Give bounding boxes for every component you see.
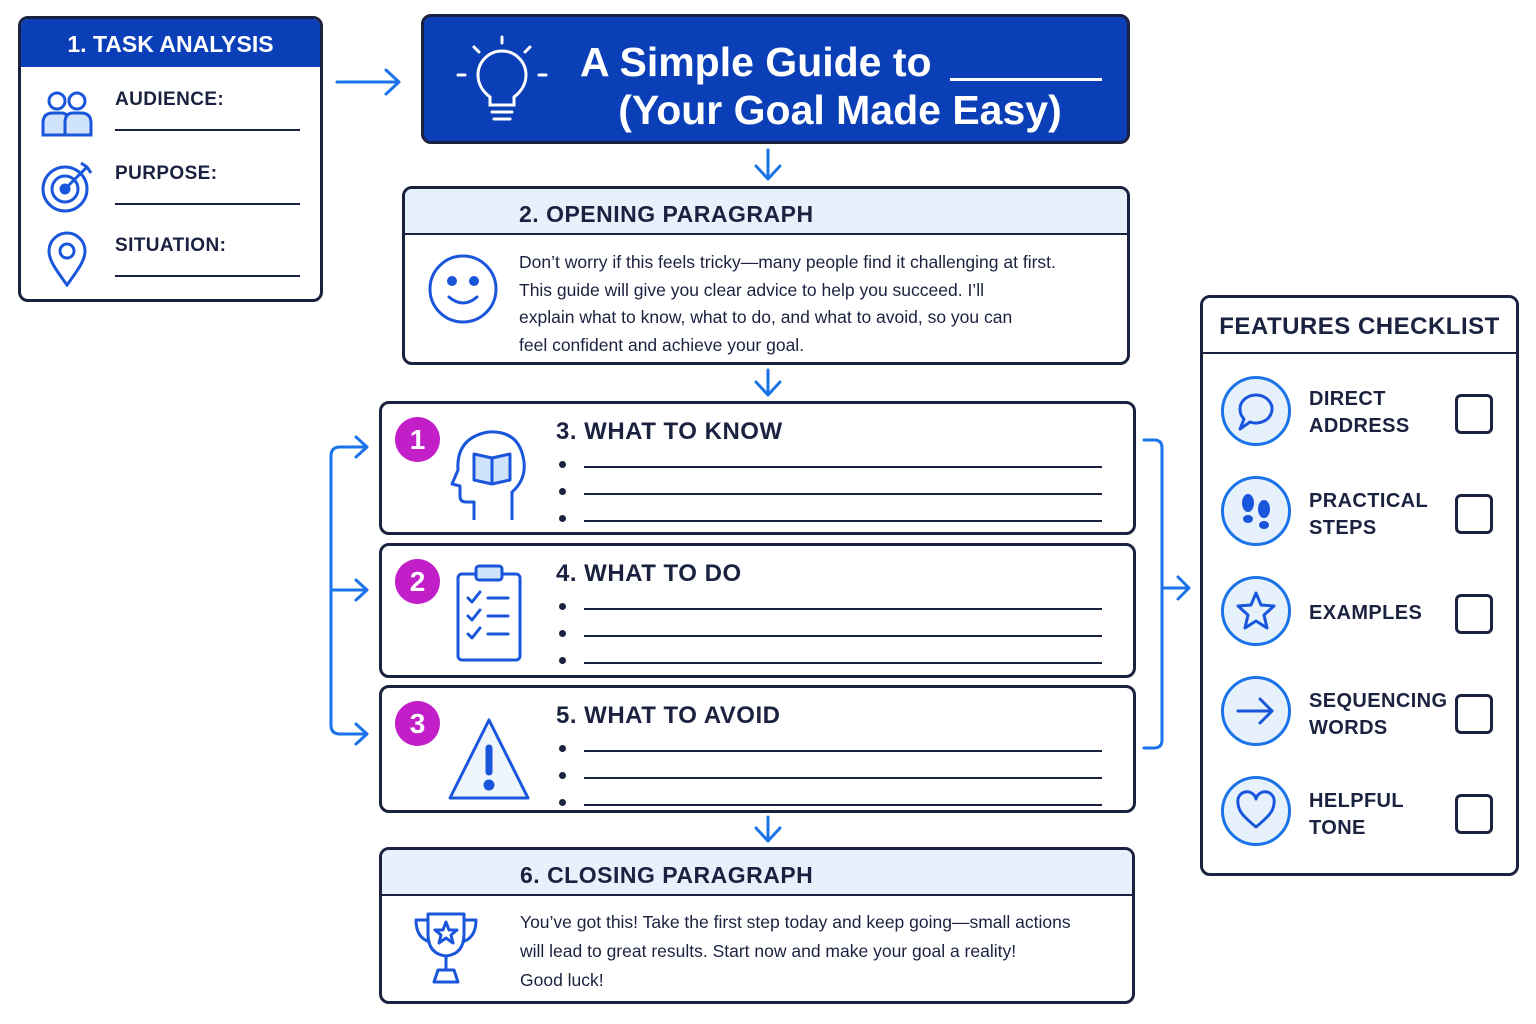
checkbox[interactable] <box>1455 594 1493 634</box>
title-blank-line <box>950 78 1102 81</box>
closing-text-line: will lead to great results. Start now an… <box>520 941 1017 961</box>
closing-text: You’ve got this! Take the first step tod… <box>520 908 1110 995</box>
checklist-item-sequencing-words: SEQUENCING WORDS <box>1203 672 1516 752</box>
target-icon <box>41 161 93 213</box>
bullet-item <box>554 644 1102 671</box>
purpose-label: PURPOSE: <box>115 163 218 184</box>
audience-label: AUDIENCE: <box>115 89 225 110</box>
step-what-to-avoid: 3 5. WHAT TO AVOID <box>379 685 1136 813</box>
title-banner: A Simple Guide to (Your Goal Made Easy) <box>421 14 1130 144</box>
warning-icon <box>448 718 530 800</box>
bullet-item <box>554 448 1102 475</box>
checkbox[interactable] <box>1455 494 1493 534</box>
step-number-badge: 3 <box>395 701 440 746</box>
bullet-item <box>554 732 1102 759</box>
checklist-label: DIRECT ADDRESS <box>1309 388 1410 437</box>
audience-row: AUDIENCE: <box>21 79 320 151</box>
lightbulb-icon <box>456 35 548 121</box>
footsteps-icon <box>1242 494 1270 529</box>
opening-heading: 2. OPENING PARAGRAPH <box>405 189 1127 235</box>
heart-icon <box>1236 790 1276 829</box>
location-pin-icon <box>47 231 87 287</box>
closing-paragraph-panel: 6. CLOSING PARAGRAPH You’ve got this! Ta… <box>379 847 1135 1004</box>
checklist-item-practical-steps: PRACTICAL STEPS <box>1203 472 1516 552</box>
speech-bubble-icon <box>1238 393 1274 431</box>
checklist-title: FEATURES CHECKLIST <box>1203 298 1516 354</box>
smiley-icon <box>428 254 498 324</box>
bullet-item <box>554 759 1102 786</box>
checkbox[interactable] <box>1455 694 1493 734</box>
opening-text-line: This guide will give you clear advice to… <box>519 279 984 300</box>
checklist-item-examples: EXAMPLES <box>1203 572 1516 652</box>
bullet-list <box>554 590 1102 671</box>
bullet-item <box>554 617 1102 644</box>
bullet-item <box>554 475 1102 502</box>
bullet-item <box>554 502 1102 529</box>
situation-answer-line <box>115 275 300 277</box>
step-heading: 3. WHAT TO KNOW <box>556 418 783 445</box>
situation-label: SITUATION: <box>115 235 227 256</box>
step-what-to-know: 1 3. WHAT TO KNOW <box>379 401 1136 535</box>
checklist-item-helpful-tone: HELPFUL TONE <box>1203 772 1516 852</box>
audience-answer-line <box>115 129 300 131</box>
step-heading: 4. WHAT TO DO <box>556 560 742 587</box>
closing-heading: 6. CLOSING PARAGRAPH <box>382 850 1132 896</box>
purpose-answer-line <box>115 203 300 205</box>
opening-text-line: feel confident and achieve your goal. <box>519 334 805 355</box>
situation-row: SITUATION: <box>21 225 320 297</box>
star-icon <box>1236 591 1276 630</box>
checklist-label: SEQUENCING WORDS <box>1309 690 1448 739</box>
task-analysis-panel: 1. TASK ANALYSIS AUDIENCE: PURPOSE: SITU… <box>18 16 323 302</box>
checklist-label: HELPFUL TONE <box>1309 790 1405 839</box>
title-line-1: A Simple Guide to <box>580 39 932 85</box>
clipboard-checklist-icon <box>456 564 522 662</box>
title-line-2: (Your Goal Made Easy) <box>618 87 1062 133</box>
step-number-badge: 2 <box>395 559 440 604</box>
bullet-list <box>554 732 1102 813</box>
arrow-right-icon <box>1236 697 1274 725</box>
step-number-badge: 1 <box>395 417 440 462</box>
task-analysis-title: 1. TASK ANALYSIS <box>21 19 320 67</box>
checklist-label: EXAMPLES <box>1309 602 1423 624</box>
bullet-item <box>554 590 1102 617</box>
opening-paragraph-panel: 2. OPENING PARAGRAPH Don’t worry if this… <box>402 186 1130 365</box>
closing-text-line: You’ve got this! Take the first step tod… <box>520 912 1071 932</box>
opening-text: Don’t worry if this feels tricky—many pe… <box>519 249 1109 359</box>
checklist-label: PRACTICAL STEPS <box>1309 490 1429 539</box>
opening-text-line: explain what to know, what to do, and wh… <box>519 307 1013 327</box>
features-checklist-panel: FEATURES CHECKLIST DIRECT ADDRESS PRACTI… <box>1200 295 1519 876</box>
step-what-to-do: 2 4. WHAT TO DO <box>379 543 1136 678</box>
checklist-item-direct-address: DIRECT ADDRESS <box>1203 372 1516 452</box>
people-icon <box>41 91 93 137</box>
closing-text-line: Good luck! <box>520 970 604 990</box>
opening-text-line: Don’t worry if this feels tricky—many pe… <box>519 252 1056 272</box>
bullet-list <box>554 448 1102 529</box>
bullet-item <box>554 786 1102 813</box>
head-book-icon <box>450 430 526 520</box>
checkbox[interactable] <box>1455 394 1493 434</box>
step-heading: 5. WHAT TO AVOID <box>556 702 781 729</box>
trophy-icon <box>414 912 478 984</box>
checkbox[interactable] <box>1455 794 1493 834</box>
purpose-row: PURPOSE: <box>21 153 320 225</box>
